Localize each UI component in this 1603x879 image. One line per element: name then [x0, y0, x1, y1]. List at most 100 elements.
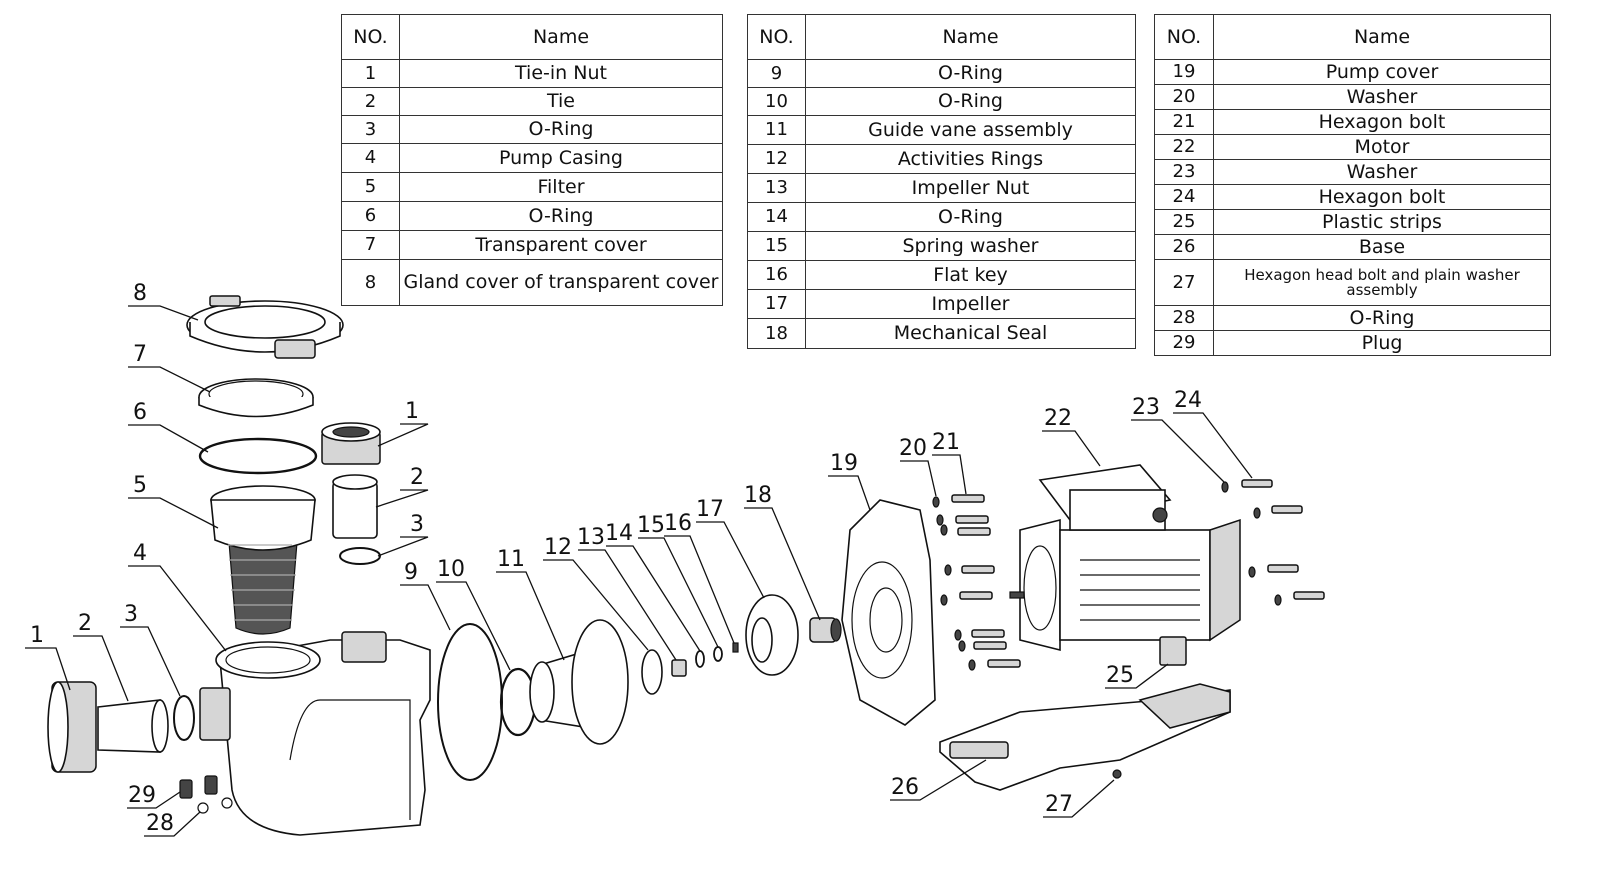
callout-2-left: 2 [78, 611, 92, 636]
part-flat-key [732, 642, 739, 653]
part-name: Tie [399, 87, 723, 116]
part-name: Activities Rings [805, 144, 1136, 174]
part-no: 28 [1154, 305, 1214, 331]
part-plugs [179, 775, 218, 799]
part-no: 8 [341, 259, 400, 306]
part-tie-left [97, 699, 169, 753]
callout-5: 5 [133, 473, 147, 498]
part-tie-in-nut-left [47, 681, 97, 773]
column-header-name: Name [399, 14, 723, 60]
part-plastic-strip [1159, 636, 1187, 666]
column-header-name: Name [805, 14, 1136, 60]
callout-1-left: 1 [30, 623, 44, 648]
part-activities-ring [641, 649, 663, 695]
part-no: 21 [1154, 109, 1214, 135]
callout-8: 8 [133, 281, 147, 306]
part-name: Transparent cover [399, 230, 723, 260]
part-name: Base [1213, 234, 1551, 260]
callout-27: 27 [1045, 792, 1073, 817]
callout-3-top: 3 [410, 512, 424, 537]
callout-23: 23 [1132, 395, 1160, 420]
part-tie-in-nut-top [321, 422, 381, 465]
table-header-row: NO. Name [747, 14, 1136, 60]
callout-26: 26 [891, 775, 919, 800]
part-washers-left [932, 496, 976, 671]
table-header-row: NO. Name [341, 14, 723, 60]
callout-14: 14 [605, 521, 633, 546]
part-no: 15 [747, 231, 806, 261]
part-name: Impeller [805, 289, 1136, 319]
part-name: Motor [1213, 134, 1551, 160]
part-tie-top [332, 474, 378, 539]
callout-29: 29 [128, 783, 156, 808]
callout-17: 17 [696, 497, 724, 522]
part-motor [1009, 464, 1241, 652]
column-header-name: Name [1213, 14, 1551, 60]
part-o-rings-28 [197, 797, 233, 814]
part-no: 29 [1154, 330, 1214, 356]
callout-15: 15 [637, 513, 665, 538]
part-no: 13 [747, 173, 806, 203]
part-bolts-right [1241, 479, 1325, 600]
part-o-ring-3-top [339, 547, 381, 565]
column-header-no: NO. [341, 14, 400, 60]
table-header-row: NO. Name [1154, 14, 1551, 60]
callout-25: 25 [1106, 663, 1134, 688]
part-no: 18 [747, 318, 806, 349]
callout-4: 4 [133, 541, 147, 566]
part-base [939, 683, 1231, 791]
part-name: O-Ring [1213, 305, 1551, 331]
part-impeller-nut [671, 659, 687, 677]
part-name: O-Ring [399, 201, 723, 231]
callout-7: 7 [133, 342, 147, 367]
callout-11: 11 [497, 547, 525, 572]
part-base-bolt [1112, 769, 1122, 779]
part-gland-cover [186, 295, 344, 359]
callout-6: 6 [133, 400, 147, 425]
part-o-ring-9 [437, 623, 503, 781]
part-no: 10 [747, 87, 806, 116]
part-no: 16 [747, 260, 806, 290]
part-washers-right [1221, 481, 1282, 606]
callout-20: 20 [899, 436, 927, 461]
part-pump-cover [841, 499, 936, 726]
part-name: Mechanical Seal [805, 318, 1136, 349]
part-no: 12 [747, 144, 806, 174]
part-spring-washer [713, 646, 723, 662]
callout-18: 18 [744, 483, 772, 508]
part-no: 9 [747, 59, 806, 88]
part-o-ring-6 [198, 437, 318, 475]
part-no: 24 [1154, 184, 1214, 210]
part-no: 2 [341, 87, 400, 116]
part-pump-casing [199, 631, 431, 836]
callout-2-top: 2 [410, 465, 424, 490]
part-mechanical-seal [809, 617, 842, 643]
callout-9: 9 [404, 560, 418, 585]
callout-labels: 8 7 6 1 5 2 3 4 1 2 3 9 10 11 12 13 14 1… [30, 281, 1202, 836]
callout-28: 28 [146, 811, 174, 836]
callout-22: 22 [1044, 406, 1072, 431]
callout-24: 24 [1174, 388, 1202, 413]
part-name: Guide vane assembly [805, 115, 1136, 145]
